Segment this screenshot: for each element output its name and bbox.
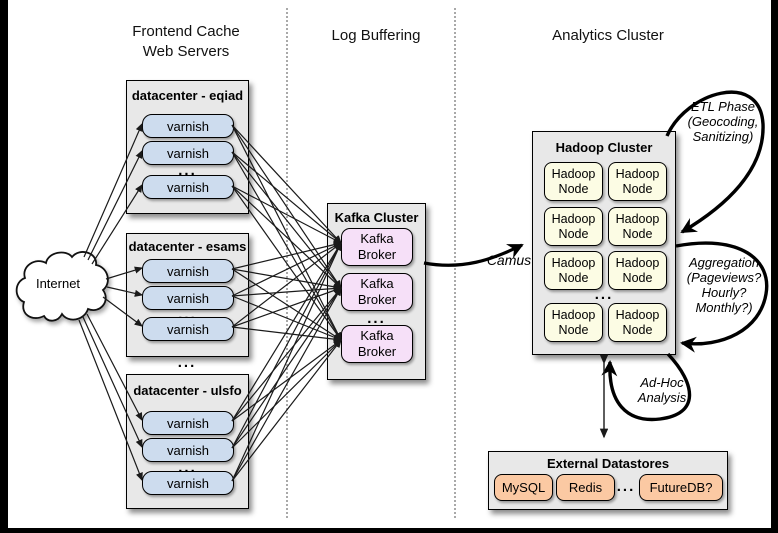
hadoop-node: Hadoop Node	[544, 162, 603, 201]
section-divider-left	[286, 8, 288, 518]
kafka-cluster-title: Kafka Cluster	[334, 210, 419, 225]
futuredb-node: FutureDB?	[639, 474, 723, 501]
mysql-node: MySQL	[494, 474, 553, 501]
datacenter-esams-title: datacenter - esams	[128, 239, 247, 254]
datacenter-esams-panel: datacenter - esams varnish varnish ... v…	[126, 233, 249, 357]
internet-label: Internet	[35, 276, 81, 291]
varnish-node: varnish	[142, 471, 234, 495]
redis-node: Redis	[556, 474, 615, 501]
kafka-broker-node: Kafka Broker	[341, 273, 413, 311]
hadoop-node: Hadoop Node	[608, 207, 667, 246]
varnish-node: varnish	[142, 141, 234, 165]
datacenter-gap-ellipsis: ...	[177, 354, 197, 371]
hadoop-node: Hadoop Node	[608, 303, 667, 342]
datacenter-ulsfo-title: datacenter - ulsfo	[133, 383, 242, 398]
varnish-node: varnish	[142, 114, 234, 138]
varnish-node: varnish	[142, 259, 234, 283]
ellipsis: ...	[594, 286, 614, 303]
external-datastores-title: External Datastores	[546, 456, 670, 471]
ellipsis: ...	[367, 310, 386, 327]
hadoop-cluster-panel: Hadoop Cluster Hadoop Node Hadoop Node H…	[532, 131, 676, 355]
datacenter-eqiad-panel: datacenter - eqiad varnish varnish ... v…	[126, 80, 249, 214]
varnish-node: varnish	[142, 175, 234, 199]
hadoop-node: Hadoop Node	[608, 251, 667, 290]
kafka-broker-node: Kafka Broker	[341, 325, 413, 363]
hadoop-node: Hadoop Node	[544, 251, 603, 290]
hadoop-node: Hadoop Node	[544, 207, 603, 246]
ellipsis: ...	[616, 478, 636, 495]
varnish-node: varnish	[142, 286, 234, 310]
datacenter-ulsfo-panel: datacenter - ulsfo varnish varnish ... v…	[126, 374, 249, 509]
section-label-analytics-cluster: Analytics Cluster	[552, 27, 664, 44]
section-label-log-buffering: Log Buffering	[331, 27, 421, 44]
etl-phase-label: ETL Phase (Geocoding, Sanitizing)	[687, 99, 759, 144]
kafka-cluster-panel: Kafka Cluster Kafka Broker Kafka Broker …	[327, 203, 426, 380]
section-label-frontend-cache: Frontend Cache Web Servers	[132, 23, 240, 60]
ellipsis: ...	[178, 162, 197, 179]
hadoop-node: Hadoop Node	[544, 303, 603, 342]
section-divider-right	[454, 8, 456, 518]
kafka-broker-node: Kafka Broker	[341, 228, 413, 266]
hadoop-node: Hadoop Node	[608, 162, 667, 201]
external-datastores-panel: External Datastores MySQL Redis ... Futu…	[488, 451, 728, 510]
hadoop-cluster-title: Hadoop Cluster	[555, 140, 653, 155]
datacenter-eqiad-title: datacenter - eqiad	[131, 88, 244, 103]
aggregation-label: Aggregation (Pageviews? Hourly? Monthly?…	[686, 255, 762, 315]
adhoc-analysis-label: Ad-Hoc Analysis	[637, 375, 687, 405]
varnish-node: varnish	[142, 411, 234, 435]
varnish-node: varnish	[142, 317, 234, 341]
camus-label: Camus	[486, 252, 532, 268]
